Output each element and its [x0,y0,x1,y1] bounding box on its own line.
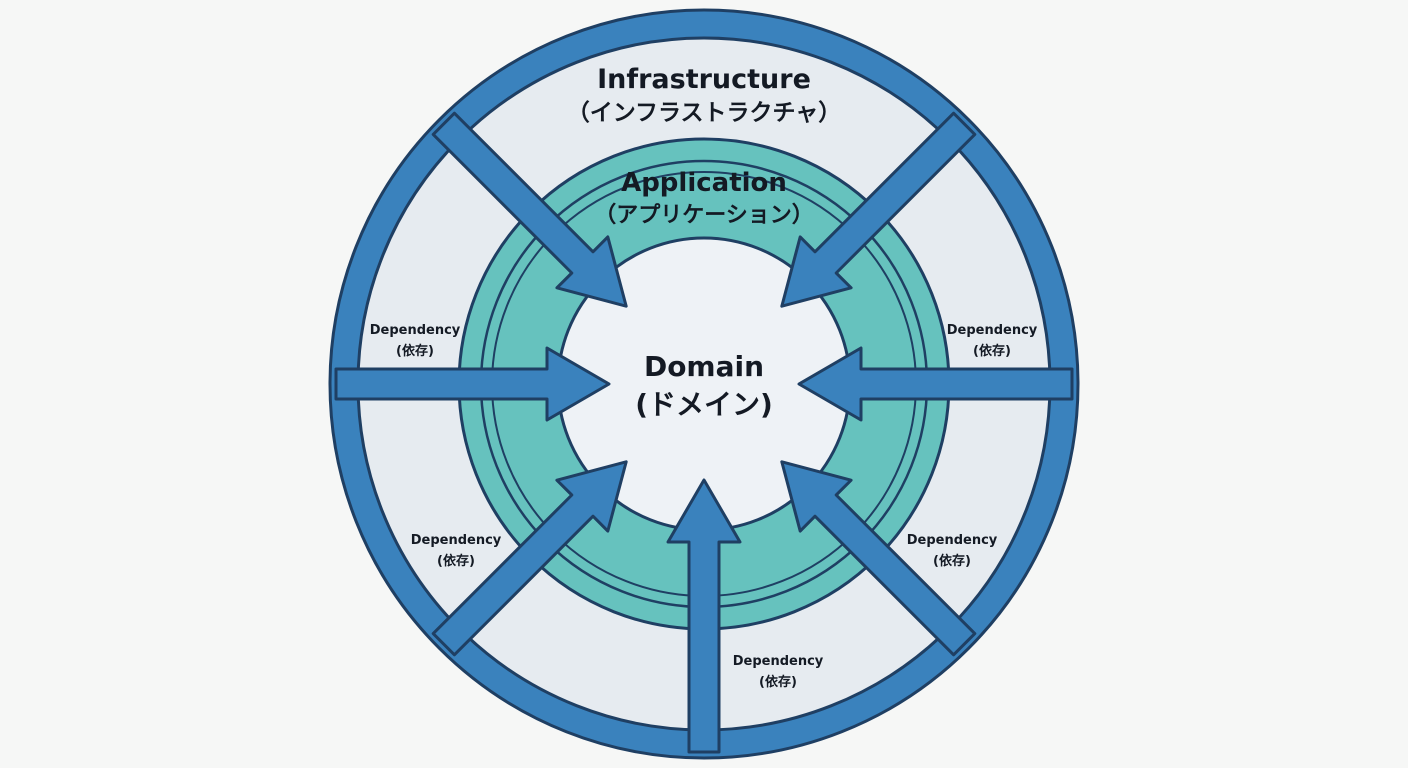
dependency-label-right: Dependency (依存) [947,323,1038,359]
application-subtitle: （アプリケーション） [594,203,814,228]
arrow-left [334,346,611,422]
svg-text:(依存): (依存) [437,553,475,569]
infrastructure-subtitle: （インフラストラクチャ） [567,99,842,126]
svg-text:Dependency: Dependency [907,533,998,548]
domain-title: Domain [644,350,764,383]
arrow-right [797,346,1074,422]
arrow-lower-left [431,460,628,657]
domain-subtitle: (ドメイン) [635,388,773,421]
svg-text:(依存): (依存) [759,674,797,690]
svg-text:Dependency: Dependency [411,533,502,548]
dependency-label-lower-left: Dependency (依存) [411,533,502,569]
arrow-upper-right [780,111,977,308]
dependency-label-left: Dependency (依存) [370,323,461,359]
dependency-label-bottom: Dependency (依存) [733,654,824,690]
infrastructure-title: Infrastructure [597,64,811,95]
svg-text:(依存): (依存) [933,553,971,569]
arrow-lower-right [780,460,977,657]
svg-text:(依存): (依存) [396,343,434,359]
dependency-arrows [334,111,1074,754]
svg-text:(依存): (依存) [973,343,1011,359]
arrow-bottom [666,478,742,754]
application-title: Application [621,168,787,198]
svg-text:Dependency: Dependency [733,654,824,669]
dependency-label-lower-right: Dependency (依存) [907,533,998,569]
arrow-upper-left [431,111,628,308]
svg-text:Dependency: Dependency [947,323,1038,338]
svg-text:Dependency: Dependency [370,323,461,338]
